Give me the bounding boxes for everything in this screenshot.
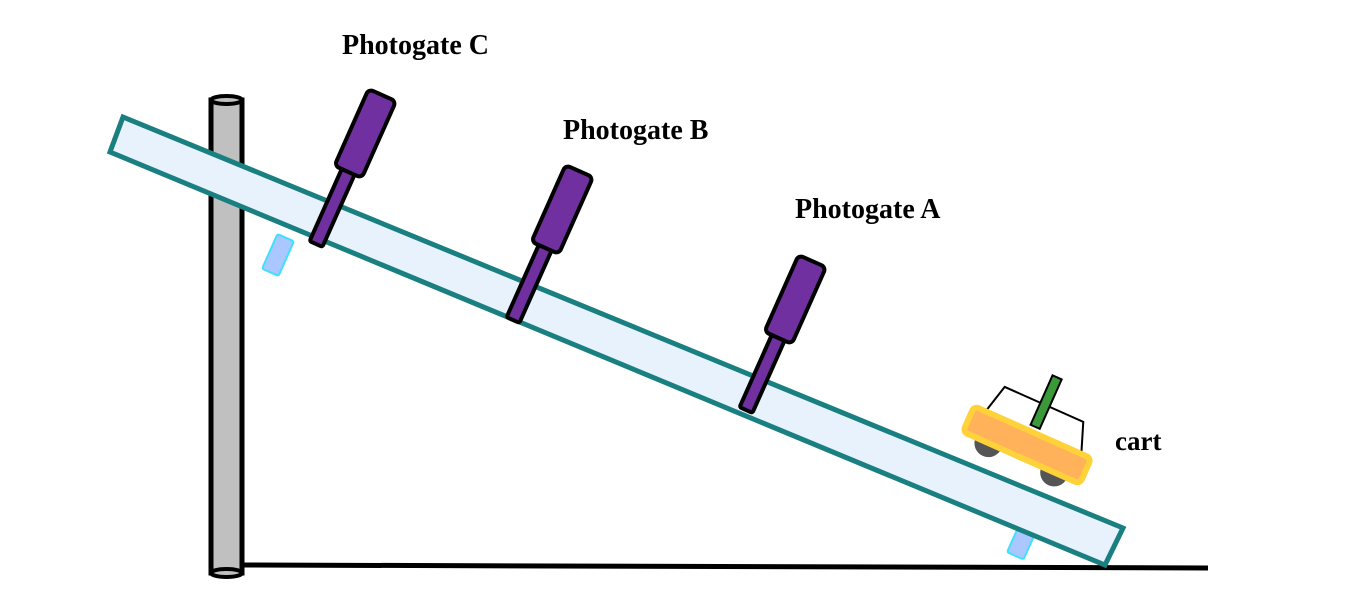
photogate-a — [738, 254, 827, 415]
photogate-c-label: Photogate C — [342, 30, 489, 61]
photogate-c — [308, 88, 397, 249]
ground-line — [239, 562, 1209, 571]
photogate-a-label: Photogate A — [795, 194, 941, 225]
cart — [961, 374, 1093, 487]
track-foot-left — [261, 233, 295, 277]
inclined-track — [106, 113, 1127, 569]
photogate-b — [505, 164, 594, 325]
cart-flag — [1029, 374, 1063, 431]
cart-label: cart — [1115, 426, 1162, 456]
cart-body — [961, 404, 1093, 486]
photogate-b-label: Photogate B — [563, 115, 709, 146]
